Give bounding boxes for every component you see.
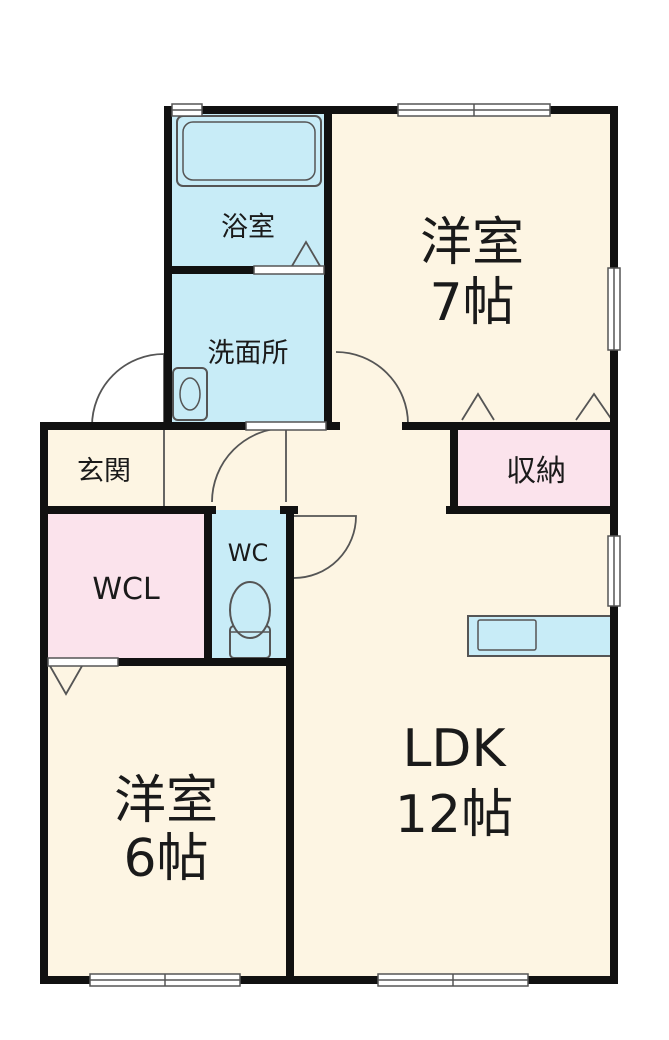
door-swing-ldk [293, 515, 357, 579]
western-room-small-label-2: 6帖 [123, 829, 208, 889]
western-room-large-floor [328, 110, 614, 426]
storage-floor [454, 426, 614, 510]
ldk-label-1: LDK [402, 719, 507, 779]
western-room-large-label-2: 7帖 [429, 273, 514, 333]
window-bottom-small-room [89, 973, 241, 987]
toilet-label: WC [228, 539, 269, 567]
windows [47, 103, 621, 987]
wcl-label: WCL [92, 572, 160, 607]
door-swing-large-room [335, 351, 409, 425]
window-top-bath [171, 103, 203, 117]
entrance-floor [44, 426, 454, 510]
closet-door-mark-storage-left [461, 392, 495, 421]
wash-hall-opening [245, 421, 327, 431]
wcl-floor [44, 510, 208, 662]
closet-door-mark-storage-right [575, 392, 613, 421]
door-swing-entrance-outer [91, 353, 165, 427]
western-room-small-label-1: 洋室 [114, 771, 218, 831]
toilet-icon [229, 581, 271, 659]
ldk-floor [290, 510, 614, 980]
wcl-door-opening [47, 657, 119, 667]
western-room-small-floor [44, 662, 290, 980]
door-swings [49, 240, 613, 696]
western-room-large-label-1: 洋室 [420, 213, 524, 273]
kitchen-counter-icon [467, 615, 613, 657]
storage-label: 収納 [506, 454, 566, 489]
bath-wash-opening [253, 265, 325, 275]
closet-door-mark-wcl [49, 665, 83, 696]
window-bottom-ldk [377, 973, 529, 987]
ldk-label-2: 12帖 [395, 785, 513, 845]
window-right-large-room [607, 267, 621, 351]
window-top-large-room [397, 103, 551, 117]
bathtub-icon [176, 115, 322, 187]
window-right-ldk [607, 535, 621, 607]
sink-icon [172, 367, 208, 421]
bathroom-label: 浴室 [221, 212, 275, 243]
entrance-label: 玄関 [77, 456, 131, 487]
bath-door-mark [291, 240, 321, 267]
washroom-label: 洗面所 [208, 338, 289, 369]
